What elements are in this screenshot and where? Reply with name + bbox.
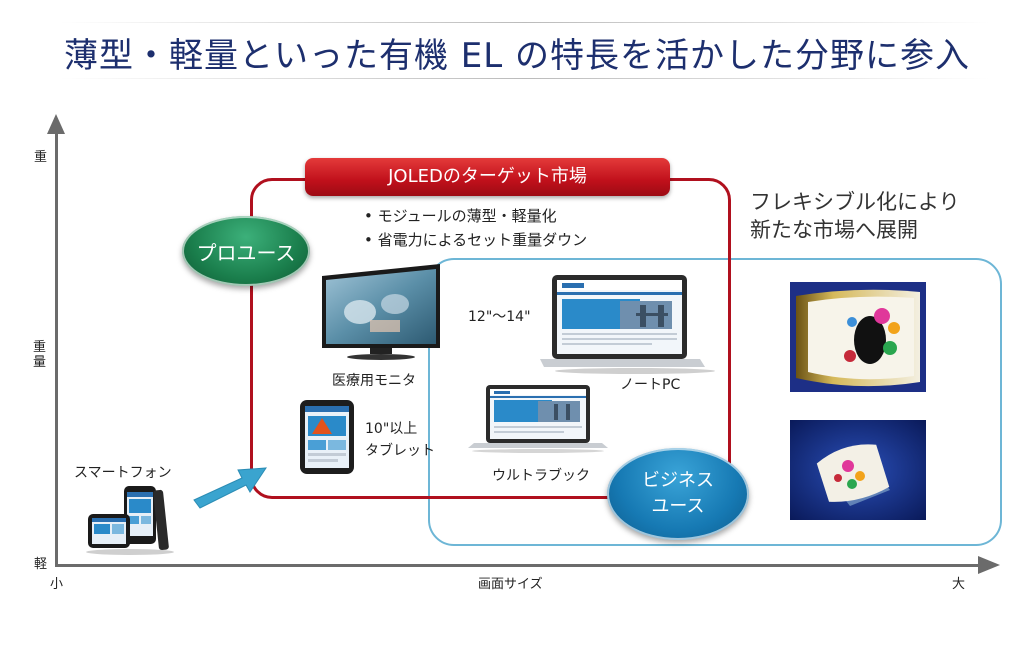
tablet-size-label: 10"以上: [365, 421, 418, 437]
y-label-weight: 重量: [33, 340, 47, 370]
y-label-light: 軽: [34, 557, 48, 572]
x-label-small: 小: [50, 577, 64, 592]
y-axis: [55, 128, 58, 566]
medical-monitor-label: 医療用モニタ: [332, 373, 416, 389]
x-label-large: 大: [952, 577, 966, 592]
bullet-power-saving: • 省電力によるセット重量ダウン: [364, 231, 588, 249]
flexible-display-image-2: [790, 420, 926, 520]
bullet-thin-light: • モジュールの薄型・軽量化: [364, 207, 557, 225]
y-label-heavy: 重: [34, 150, 48, 165]
notebook-size-label: 12"〜14": [468, 309, 531, 325]
flexible-market-text: フレキシブル化により 新たな市場へ展開: [750, 188, 960, 244]
y-axis-arrow: [47, 114, 65, 134]
business-use-label-line2: ユース: [651, 496, 705, 517]
x-label-screen-size: 画面サイズ: [478, 577, 543, 592]
x-axis: [55, 564, 980, 567]
flexible-text-line1: フレキシブル化により: [750, 190, 960, 214]
medical-monitor-illustration: [320, 262, 442, 360]
flexible-display-image-1: [790, 282, 926, 392]
page-title: 薄型・軽量といった有機 EL の特長を活かした分野に参入: [63, 36, 971, 76]
pro-use-label: プロユース: [196, 240, 296, 265]
pro-use-badge: プロユース: [182, 216, 310, 286]
tablet-illustration: [298, 398, 358, 478]
target-market-header: JOLEDのターゲット市場: [305, 158, 670, 196]
tablet-label: タブレット: [365, 443, 435, 459]
growth-arrow: [190, 460, 270, 510]
ultrabook-label: ウルトラブック: [492, 468, 590, 484]
business-use-label-line1: ビジネス: [642, 470, 714, 491]
flexible-market-region: [428, 258, 1002, 546]
title-rule-top: [60, 22, 990, 23]
smartphone-label: スマートフォン: [74, 465, 172, 481]
ultrabook-illustration: [462, 385, 612, 453]
notebook-label: ノートPC: [620, 377, 681, 393]
flexible-text-line2: 新たな市場へ展開: [750, 218, 918, 242]
smartphone-illustration: [80, 484, 180, 556]
business-use-badge: ビジネス ユース: [607, 448, 749, 540]
notebook-illustration: [540, 275, 725, 375]
x-axis-arrow: [978, 556, 1000, 574]
title-rule-bottom: [60, 78, 990, 79]
